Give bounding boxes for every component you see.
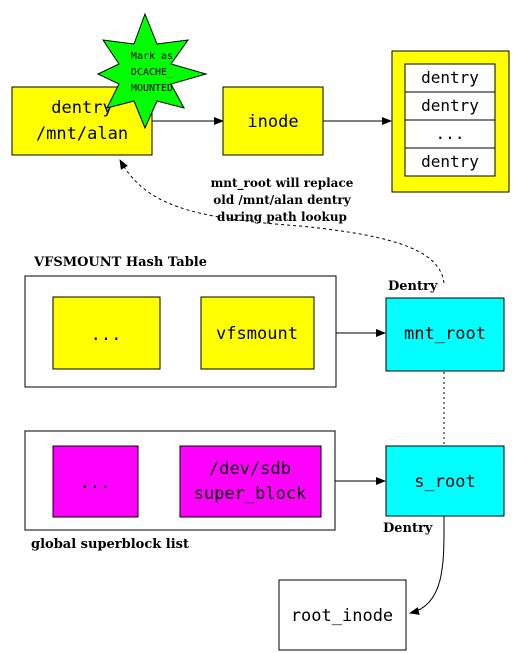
superblock-placeholder-label: ... — [80, 473, 111, 493]
dentry-list-item: dentry — [421, 96, 479, 115]
inode-box — [222, 86, 324, 156]
superblock-placeholder-box — [52, 445, 139, 518]
mnt-root-caption: Dentry — [388, 279, 438, 294]
dentry-list-item: dentry — [421, 152, 479, 171]
mnt-root-box — [385, 297, 505, 372]
dashed-arrow-replace — [119, 159, 445, 284]
superblock-list-title: global superblock list — [31, 537, 189, 552]
root-inode-label: root_inode — [291, 606, 393, 626]
vfsmount-placeholder-box — [52, 296, 161, 370]
dentry-alan-line1: dentry — [51, 98, 112, 118]
mnt-root-label: mnt_root — [404, 324, 486, 344]
dentry-list-cell — [404, 147, 496, 177]
mark-star-line1: Mark as — [131, 51, 173, 62]
vfsmount-placeholder-label: ... — [91, 325, 122, 345]
replace-note-line1: mnt_root will replace — [211, 176, 354, 191]
arrow-s-root-to-root-inode — [409, 515, 445, 615]
mark-star-line3: MOUNTED — [131, 83, 173, 94]
vfsmount-table-title: VFSMOUNT Hash Table — [33, 255, 207, 270]
s-root-label: s_root — [414, 472, 475, 492]
replace-note-line3: during path lookup — [217, 210, 347, 224]
replace-note-line2: old /mnt/alan dentry — [213, 193, 351, 207]
s-root-box — [385, 445, 505, 517]
dentry-list-item: dentry — [421, 68, 479, 87]
superblock-box — [179, 445, 322, 518]
dentry-list-item: ... — [436, 124, 465, 143]
mark-star-line2: DCACHE_ — [131, 67, 174, 78]
vfsmount-box — [200, 296, 315, 370]
s-root-caption: Dentry — [383, 521, 433, 536]
inode-label: inode — [247, 112, 298, 132]
dentry-alan-line2: /mnt/alan — [36, 124, 128, 144]
root-inode-box — [278, 579, 407, 651]
superblock-label-device: /dev/sdb — [209, 459, 291, 479]
vfsmount-label: vfsmount — [216, 324, 298, 344]
mark-star — [96, 12, 208, 130]
superblock-label-type: super_block — [194, 484, 307, 504]
